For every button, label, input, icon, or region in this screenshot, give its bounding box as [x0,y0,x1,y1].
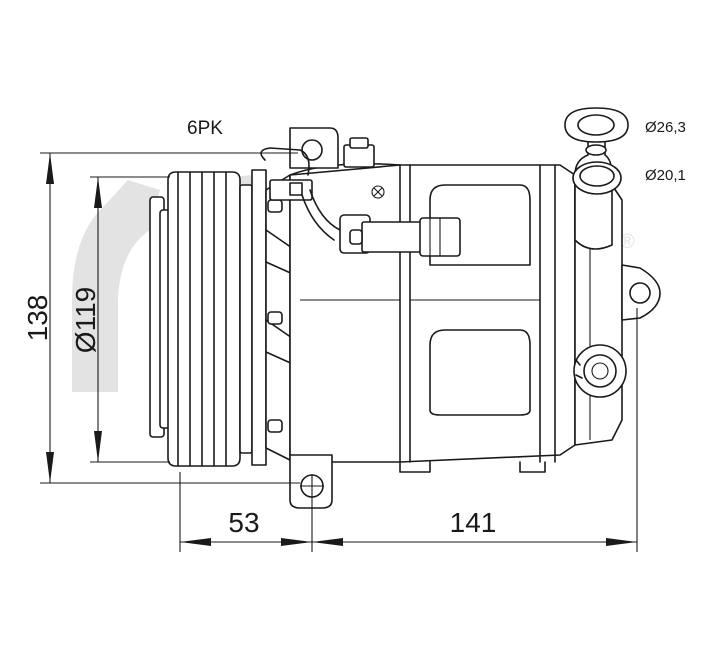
mounting-lugs [289,127,661,509]
rear-lug-hole [629,282,651,304]
dimension-horizontal: 53 141 [179,308,638,552]
belt-label: 6PK [187,118,223,139]
dimension-height: 138 [22,152,300,484]
offset-label: 53 [228,507,259,538]
registered-mark: ® [620,231,635,253]
electrical-connector [260,137,461,257]
top-lug-hole [301,139,323,161]
refrigerant-ports [564,107,629,398]
length-label: 141 [450,507,497,538]
pulley-diameter-label: Ø119 [70,287,101,353]
port-large-label: Ø26,3 [645,119,686,136]
compressor-body [289,164,623,473]
port-callouts: 6PK Ø26,3 Ø20,1 [187,118,686,184]
port-small-label: Ø20,1 [645,167,686,184]
dimension-pulley-diameter: Ø119 [70,176,170,463]
pulley [149,171,253,467]
height-label: 138 [22,295,53,342]
